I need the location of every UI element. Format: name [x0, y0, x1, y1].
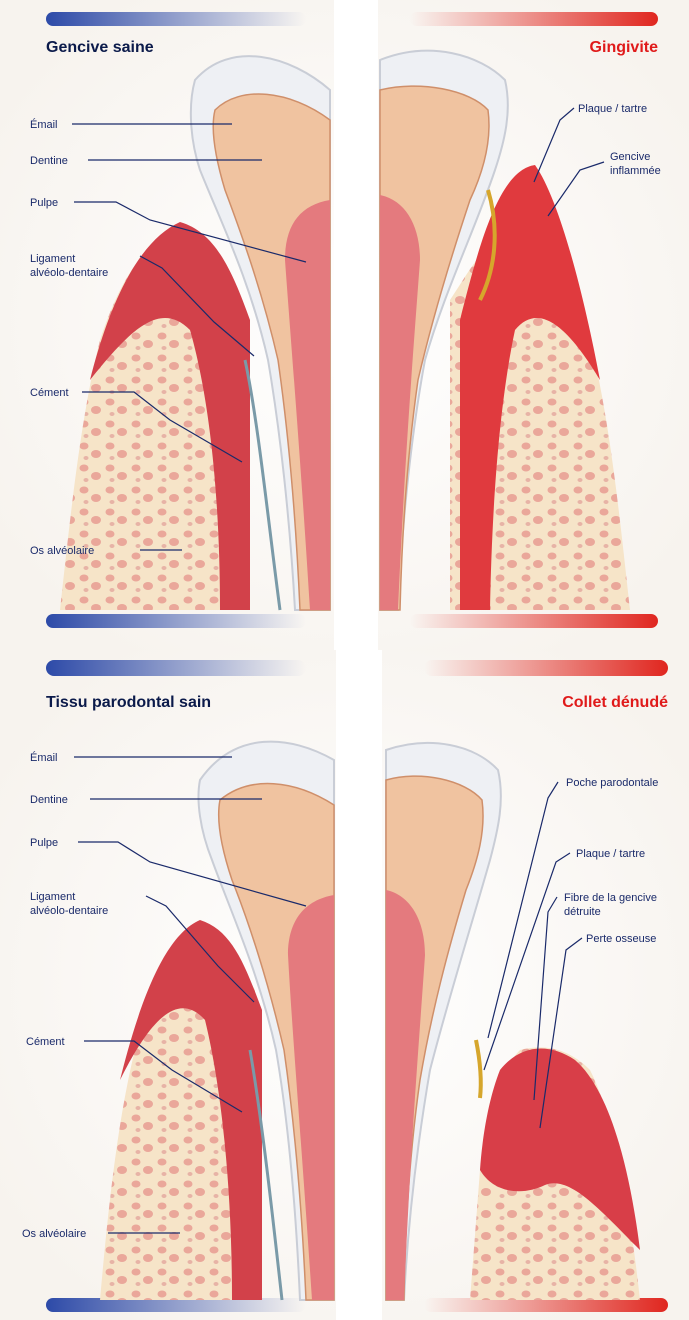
bottom-blue-bar: [46, 660, 306, 676]
label-pulpe-2: Pulpe: [30, 837, 58, 849]
label-gencive-line2: inflammée: [610, 165, 661, 177]
top-red-bar: [410, 12, 658, 26]
label-ligament-line1: Ligament: [30, 253, 75, 265]
label-plaque-tartre: Plaque / tartre: [578, 103, 647, 115]
label-cement-2: Cément: [26, 1036, 65, 1048]
label-perte-osseuse: Perte osseuse: [586, 933, 656, 945]
healthy-vs-recession-panel: Tissu parodontal sain Collet dénudé Émai…: [0, 650, 689, 1320]
label-os-alveolaire-2: Os alvéolaire: [22, 1228, 86, 1240]
bottom-red-bar-bottom: [424, 1298, 668, 1312]
tooth-diagram-top: Gencive saine Gingivite Émail Dentine Pu…: [0, 0, 689, 650]
label-os-alveolaire: Os alvéolaire: [30, 545, 94, 557]
bottom-red-bar: [424, 660, 668, 676]
label-email-2: Émail: [30, 751, 58, 764]
label-poche-parodontale: Poche parodontale: [566, 777, 658, 789]
top-blue-bar: [46, 12, 306, 26]
top-blue-bar-bottom: [46, 614, 306, 628]
healthy-vs-gingivitis-panel: Gencive saine Gingivite Émail Dentine Pu…: [0, 0, 689, 650]
label-dentine: Dentine: [30, 155, 68, 167]
label-cement: Cément: [30, 387, 69, 399]
label-pulpe: Pulpe: [30, 197, 58, 209]
tooth-diagram-bottom: Tissu parodontal sain Collet dénudé Émai…: [0, 650, 689, 1320]
top-left-title: Gencive saine: [46, 39, 154, 56]
bottom-right-title: Collet dénudé: [562, 694, 668, 711]
label-fibre-line2: détruite: [564, 906, 601, 918]
label-fibre-line1: Fibre de la gencive: [564, 892, 657, 904]
label-ligament-line1-2: Ligament: [30, 891, 75, 903]
label-gencive-line1: Gencive: [610, 151, 650, 163]
label-plaque-tartre-2: Plaque / tartre: [576, 848, 645, 860]
bottom-blue-bar-bottom: [46, 1298, 306, 1312]
bottom-left-title: Tissu parodontal sain: [46, 694, 211, 711]
top-red-bar-bottom: [410, 614, 658, 628]
label-email: Émail: [30, 118, 58, 131]
label-ligament-line2-2: alvéolo-dentaire: [30, 905, 108, 917]
top-right-title: Gingivite: [590, 39, 659, 56]
label-ligament-line2: alvéolo-dentaire: [30, 267, 108, 279]
label-dentine-2: Dentine: [30, 794, 68, 806]
